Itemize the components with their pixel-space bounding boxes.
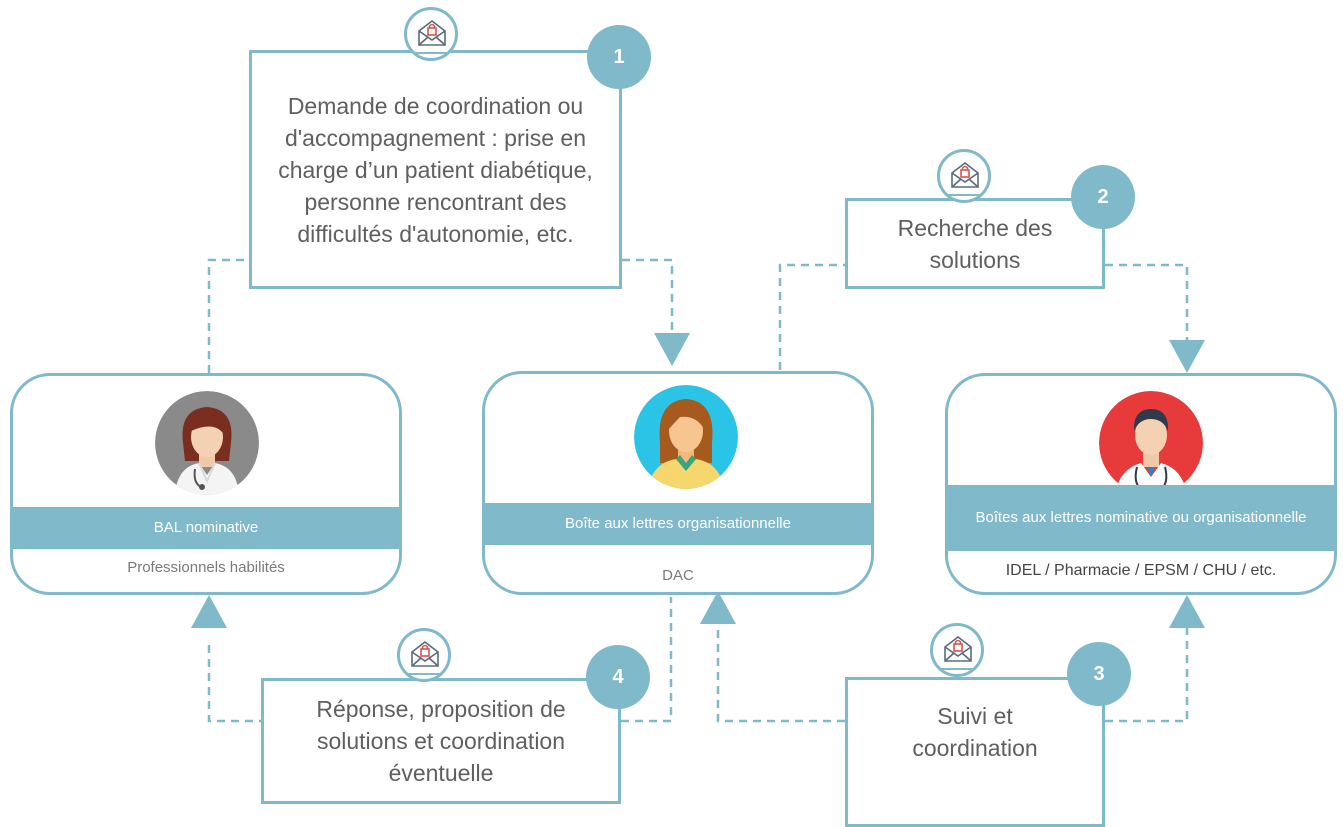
step-3-message-box: Suivi et coordination	[845, 677, 1105, 827]
node-sub-label: DAC	[662, 567, 694, 584]
node-band-label: Boîtes aux lettres nominative ou organis…	[945, 485, 1337, 551]
secure-mail-icon	[397, 628, 451, 682]
connector-step-3-right	[1105, 626, 1189, 723]
step-1-text: Demande de coordination ou d'accompagnem…	[278, 92, 593, 247]
step-4-text: Réponse, proposition de solutions et coo…	[316, 696, 566, 786]
connector-step-2-right	[1105, 263, 1189, 340]
female-doctor-avatar-icon	[155, 391, 259, 495]
node-bal-organisationnelle: Boîte aux lettres organisationnelle DAC	[482, 371, 874, 595]
connector-step-1-right	[622, 258, 674, 335]
connector-step-4-right	[621, 597, 673, 723]
step-4-badge: 4	[586, 645, 650, 709]
connector-step-1-left	[207, 258, 250, 373]
node-sub-label: IDEL / Pharmacie / EPSM / CHU / etc.	[1005, 562, 1277, 579]
step-1-message-box: Demande de coordination ou d'accompagnem…	[249, 50, 622, 289]
node-bal-partenaires: Boîtes aux lettres nominative ou organis…	[945, 373, 1337, 595]
secure-mail-icon	[930, 623, 984, 677]
arrow-step-2	[1169, 340, 1205, 373]
node-sub-label: Professionnels habilités	[127, 559, 285, 576]
male-doctor-avatar-icon	[1099, 391, 1203, 495]
step-2-message-box: Recherche des solutions	[845, 198, 1105, 289]
connector-step-2-left	[778, 263, 845, 370]
step-4-message-box: Réponse, proposition de solutions et coo…	[261, 678, 621, 804]
node-bal-nominative: BAL nominative Professionnels habilités	[10, 373, 402, 595]
step-3-badge: 3	[1067, 642, 1131, 706]
arrow-step-3-right	[1169, 595, 1205, 628]
arrow-step-4	[191, 595, 227, 628]
arrow-step-3-left	[700, 591, 736, 624]
arrow-step-1	[654, 333, 690, 366]
step-1-badge: 1	[587, 25, 651, 89]
secure-mail-icon	[937, 149, 991, 203]
step-2-badge: 2	[1071, 165, 1135, 229]
mail-underline	[941, 668, 973, 670]
coordinator-avatar-icon	[634, 385, 738, 489]
mail-underline	[408, 673, 440, 675]
mail-underline	[415, 52, 447, 54]
step-2-text: Recherche des solutions	[897, 214, 1053, 273]
secure-mail-icon	[404, 7, 458, 61]
mail-underline	[948, 194, 980, 196]
node-band-label: BAL nominative	[10, 507, 402, 549]
connector-lines	[191, 258, 1205, 723]
connector-step-3-left	[716, 626, 845, 723]
step-3-text: Suivi et coordination	[912, 703, 1038, 761]
node-band-label: Boîte aux lettres organisationnelle	[482, 503, 874, 545]
connector-step-4-left	[207, 645, 262, 723]
